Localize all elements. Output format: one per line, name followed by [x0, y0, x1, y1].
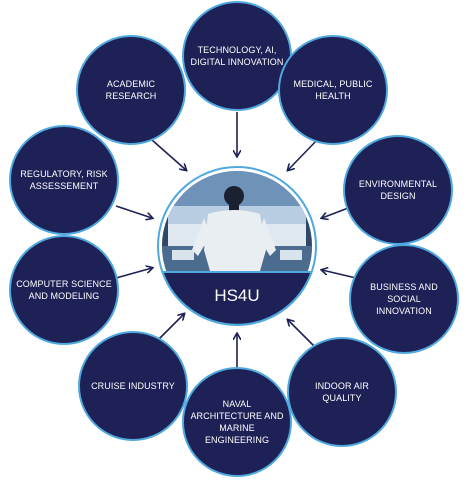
- node-label-regulatory: REGULATORY, RISK ASSESSEMENT: [20, 169, 107, 191]
- node-label-line: ENGINEERING: [205, 435, 269, 445]
- arrow-medical: [288, 136, 321, 170]
- node-circle-environmental: [343, 135, 453, 245]
- node-academic: ACADEMIC RESEARCH: [76, 35, 186, 145]
- node-label-line: AND MODELING: [29, 291, 100, 301]
- node-business: BUSINESS AND SOCIAL INNOVATION: [349, 244, 459, 354]
- hub-label: HS4U: [214, 286, 259, 305]
- node-label-computer-science: COMPUTER SCIENCE AND MODELING: [16, 279, 112, 301]
- arrow-computer-science: [115, 268, 152, 279]
- node-label-line: MEDICAL, PUBLIC: [293, 79, 372, 89]
- node-label-line: INDOOR AIR: [315, 381, 369, 391]
- node-label-line: DIGITAL INNOVATION: [191, 57, 284, 67]
- node-label-line: COMPUTER SCIENCE: [16, 279, 112, 289]
- node-label-naval: NAVAL ARCHITECTURE AND MARINE ENGINEERING: [190, 399, 284, 445]
- node-circle-naval: [182, 367, 292, 477]
- arrow-academic: [151, 139, 186, 170]
- node-label-indoor-air: INDOOR AIR QUALITY: [315, 381, 369, 403]
- node-medical: MEDICAL, PUBLIC HEALTH: [278, 35, 388, 145]
- node-environmental: ENVIRONMENTAL DESIGN: [343, 135, 453, 245]
- node-label-technology: TECHNOLOGY, AI, DIGITAL INNOVATION: [191, 45, 284, 67]
- arrows: [115, 112, 357, 376]
- node-circle-computer-science: [9, 235, 119, 345]
- arrow-regulatory: [115, 205, 152, 218]
- node-label-line: ACADEMIC: [107, 79, 156, 89]
- node-label-line: RESEARCH: [106, 91, 157, 101]
- node-technology: TECHNOLOGY, AI, DIGITAL INNOVATION: [182, 1, 292, 111]
- node-label-environmental: ENVIRONMENTAL DESIGN: [359, 179, 437, 201]
- node-label-business: BUSINESS AND SOCIAL INNOVATION: [370, 282, 438, 316]
- node-circle-indoor-air: [287, 337, 397, 447]
- node-label-medical: MEDICAL, PUBLIC HEALTH: [293, 79, 372, 101]
- node-label-line: ASSESSEMENT: [30, 181, 99, 191]
- node-label-line: ENVIRONMENTAL: [359, 179, 437, 189]
- node-naval: NAVAL ARCHITECTURE AND MARINE ENGINEERING: [182, 367, 292, 477]
- node-label-line: DESIGN: [380, 191, 415, 201]
- node-indoor-air: INDOOR AIR QUALITY: [287, 337, 397, 447]
- node-circle-cruise: [78, 331, 188, 441]
- node-label-line: CRUISE INDUSTRY: [91, 381, 175, 391]
- node-label-line: SOCIAL: [387, 294, 421, 304]
- nodes: TECHNOLOGY, AI, DIGITAL INNOVATION MEDICAL…: [9, 1, 459, 477]
- hub-node: HS4U: [157, 166, 317, 326]
- node-circle-regulatory: [9, 125, 119, 235]
- node-label-academic: ACADEMIC RESEARCH: [106, 79, 157, 101]
- arrow-business: [322, 270, 357, 279]
- node-label-line: BUSINESS AND: [370, 282, 438, 292]
- node-circle-academic: [76, 35, 186, 145]
- node-label-line: INNOVATION: [376, 306, 432, 316]
- node-label-line: ARCHITECTURE AND: [190, 411, 284, 421]
- node-computer-science: COMPUTER SCIENCE AND MODELING: [9, 235, 119, 345]
- node-label-line: QUALITY: [322, 393, 361, 403]
- node-circle-business: [349, 244, 459, 354]
- node-circle-technology: [182, 1, 292, 111]
- node-label-line: TECHNOLOGY, AI,: [198, 45, 277, 55]
- node-regulatory: REGULATORY, RISK ASSESSEMENT: [9, 125, 119, 235]
- node-label-line: MARINE: [219, 423, 255, 433]
- node-circle-medical: [278, 35, 388, 145]
- node-label-line: REGULATORY, RISK: [20, 169, 107, 179]
- node-label-line: HEALTH: [315, 91, 350, 101]
- hub-label-band: [162, 272, 312, 325]
- hub-photo: [162, 171, 312, 321]
- node-label-cruise: CRUISE INDUSTRY: [91, 381, 175, 391]
- node-cruise: CRUISE INDUSTRY: [78, 331, 188, 441]
- node-label-line: NAVAL: [223, 399, 252, 409]
